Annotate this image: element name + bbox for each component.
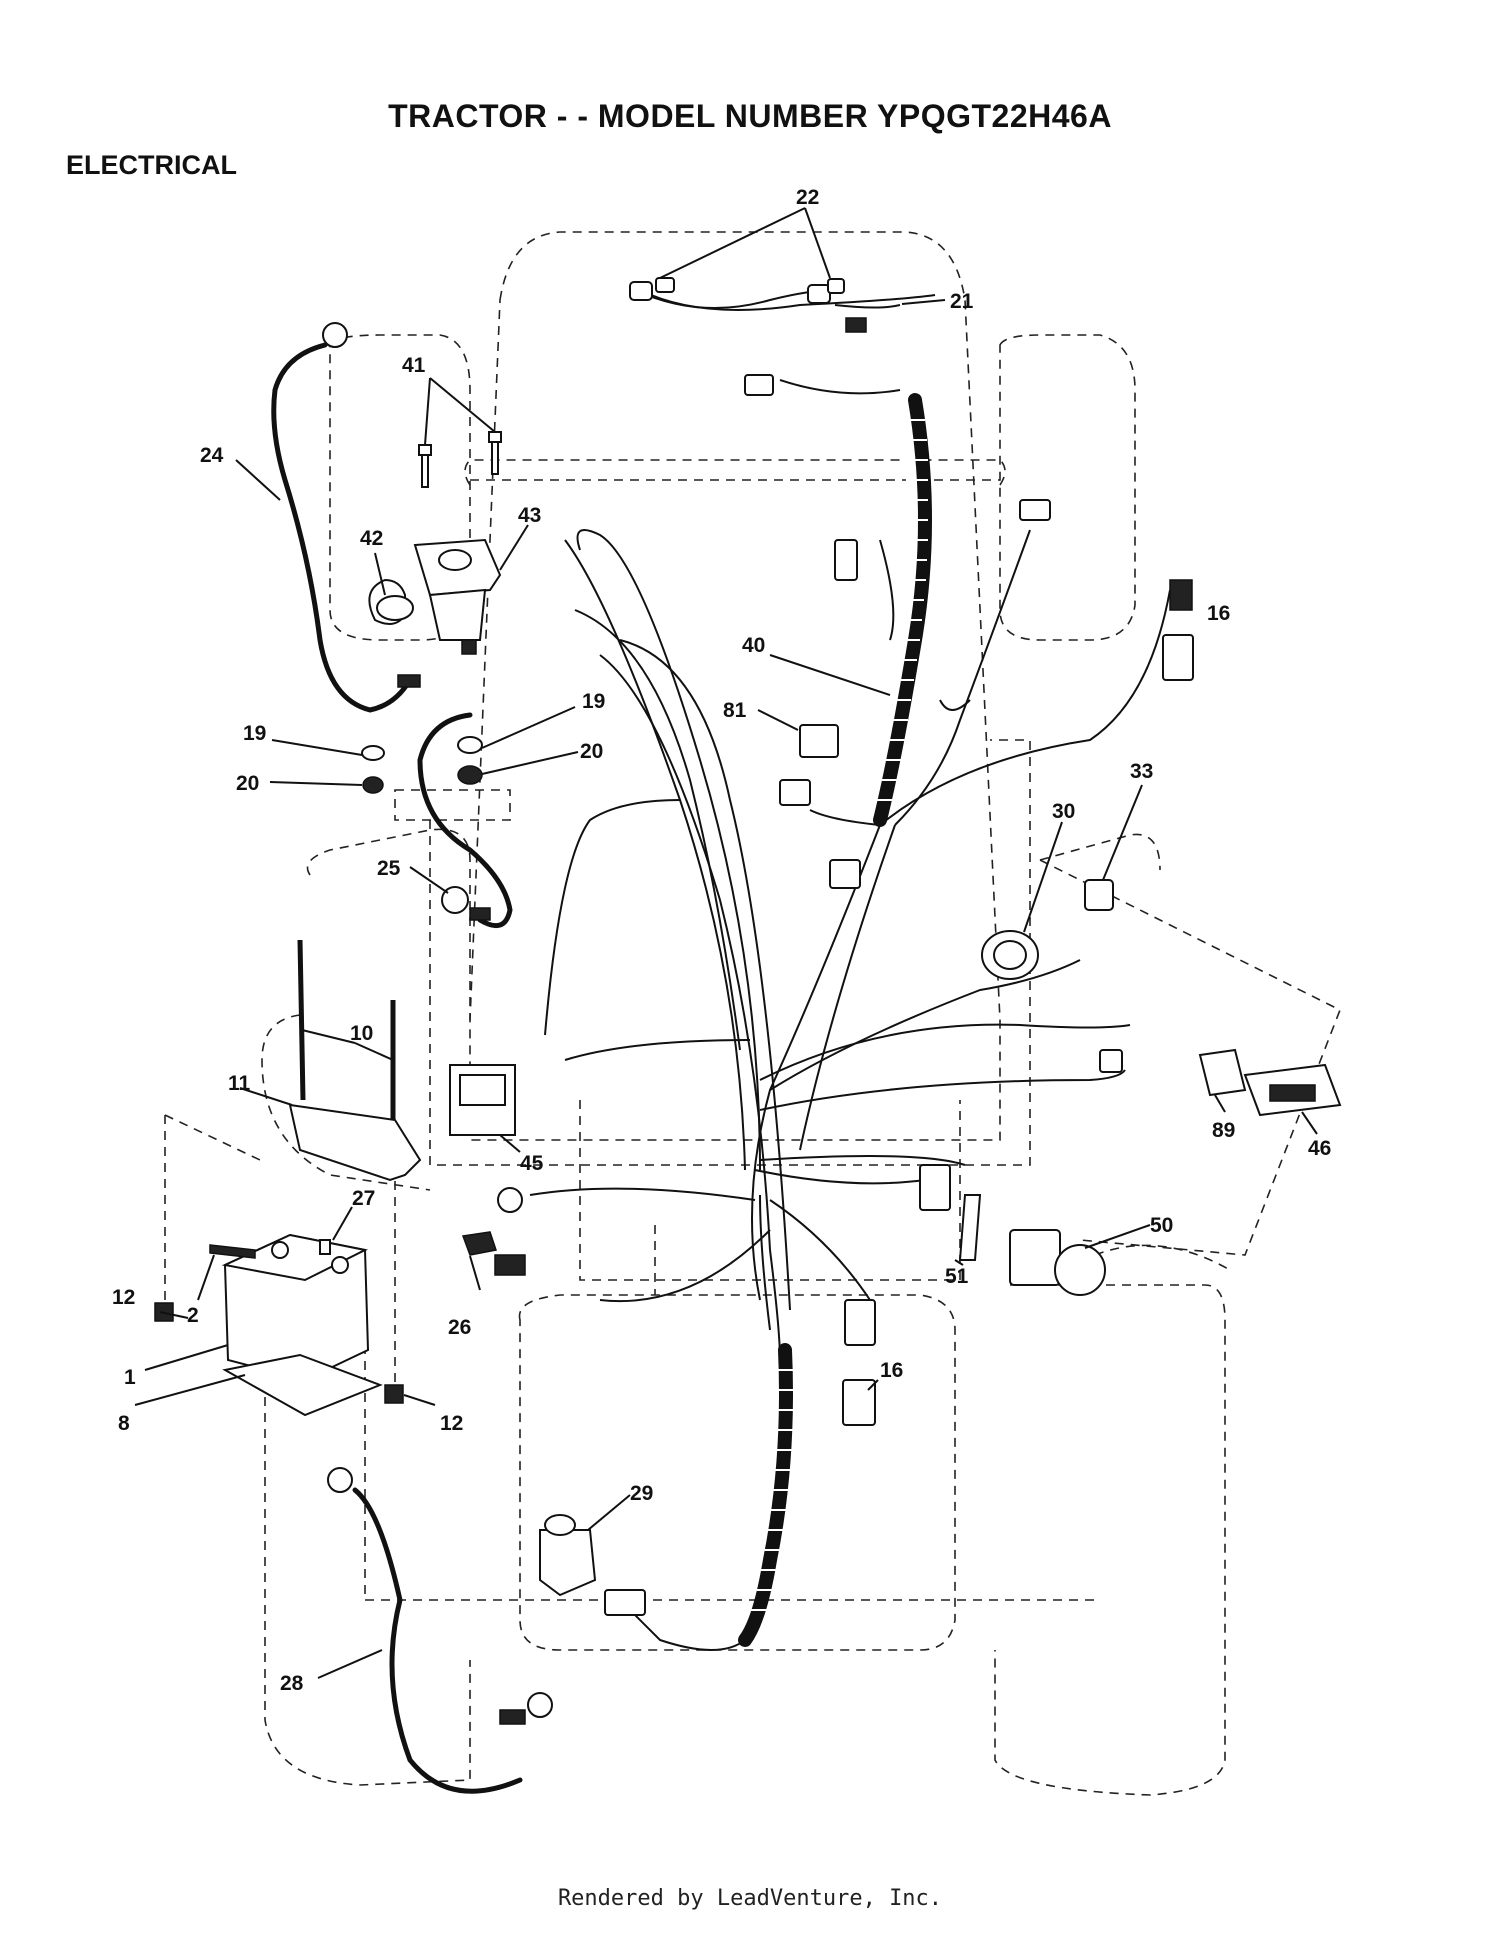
callout-11: 11: [228, 1072, 251, 1095]
callout-89: 89: [1212, 1119, 1235, 1142]
callout-40: 40: [742, 634, 765, 657]
callout-43: 43: [518, 504, 541, 527]
callout-2: 2: [187, 1304, 199, 1327]
callout-16-bottom: 16: [880, 1359, 903, 1382]
callout-12-left: 12: [112, 1286, 135, 1309]
callout-10: 10: [350, 1022, 373, 1045]
callout-1: 1: [124, 1366, 136, 1389]
callout-20-right: 20: [580, 740, 603, 763]
callout-24: 24: [200, 444, 224, 467]
leader-lines: [134, 207, 1318, 1679]
callout-22: 22: [796, 186, 819, 209]
callout-42: 42: [360, 527, 383, 550]
callout-labels: 22 21 41 24 42 43 16 40 19 19 20 20 81 3…: [112, 186, 1331, 1695]
callout-45: 45: [520, 1152, 544, 1175]
callout-27: 27: [352, 1187, 375, 1210]
callout-26: 26: [448, 1316, 471, 1339]
callout-12-right: 12: [440, 1412, 463, 1435]
callout-16-top: 16: [1207, 602, 1230, 625]
callout-46: 46: [1308, 1137, 1331, 1160]
callout-30: 30: [1052, 800, 1075, 823]
callout-19-right: 19: [582, 690, 605, 713]
callout-21: 21: [950, 290, 974, 313]
callout-29: 29: [630, 1482, 653, 1505]
callout-51: 51: [945, 1265, 969, 1288]
components: [154, 322, 1342, 1794]
callout-33: 33: [1130, 760, 1153, 783]
callout-81: 81: [723, 699, 747, 722]
coiled-harness-sleeve: [873, 393, 932, 827]
lower-coiled-cord: [624, 1343, 797, 1651]
callout-25: 25: [377, 857, 401, 880]
footer-credit: Rendered by LeadVenture, Inc.: [557, 1886, 943, 1911]
page-title: TRACTOR - - MODEL NUMBER YPQGT22H46A: [388, 98, 1112, 134]
tractor-outline: [164, 231, 1342, 1796]
headlight-harness: [629, 277, 901, 333]
callout-8: 8: [118, 1412, 130, 1435]
callout-28: 28: [280, 1672, 304, 1695]
callout-50: 50: [1150, 1214, 1173, 1237]
callout-41: 41: [402, 354, 426, 377]
section-heading: ELECTRICAL: [66, 150, 237, 180]
wiring-harness: [529, 289, 1171, 1361]
callout-19-left: 19: [243, 722, 266, 745]
callout-20-left: 20: [236, 772, 259, 795]
